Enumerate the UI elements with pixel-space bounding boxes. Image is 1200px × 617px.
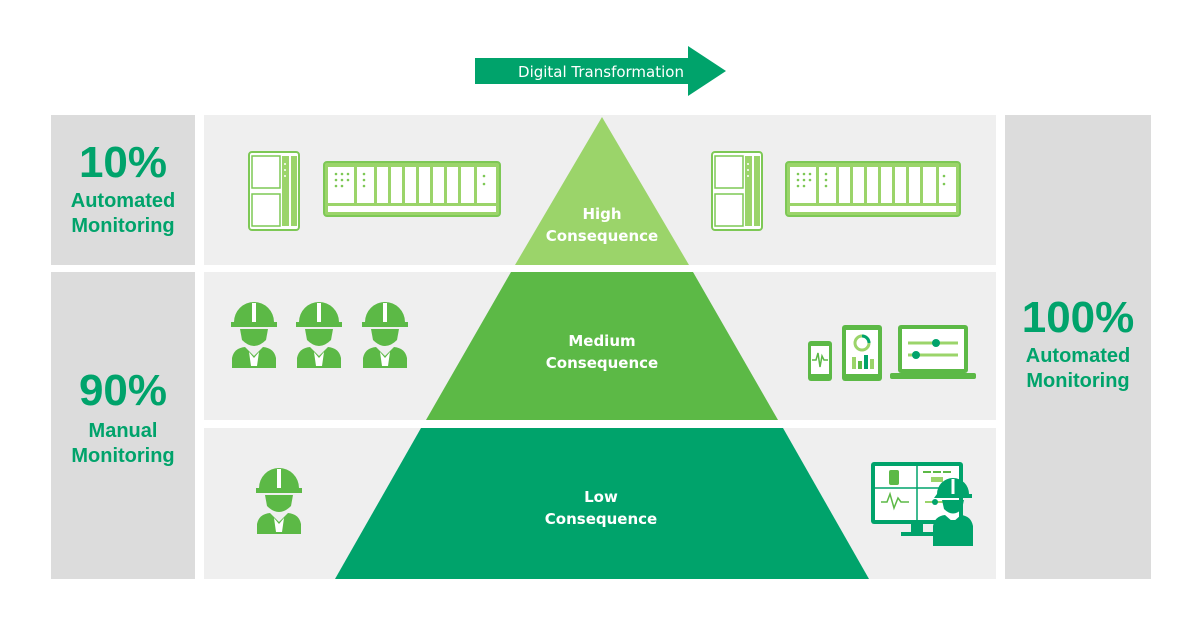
operator-icon	[933, 478, 973, 546]
tier-high-line2: Consequence	[546, 227, 658, 245]
left-top-percent: 10%	[78, 138, 168, 187]
tier-medium	[426, 272, 778, 420]
worker-icon	[256, 468, 302, 534]
io-rack-icon	[323, 161, 501, 217]
monitoring-workstation-icon	[871, 462, 973, 546]
worker-icon	[231, 302, 277, 368]
tier-low	[335, 428, 869, 579]
arrow-right-icon	[475, 46, 726, 96]
tier-high	[515, 117, 689, 265]
io-rack-icon	[785, 161, 961, 217]
tablet-icon	[842, 325, 882, 381]
worker-icon	[362, 302, 408, 368]
left-top-line2: Monitoring	[71, 215, 175, 237]
tier-low-line2: Consequence	[545, 510, 657, 528]
tier-medium-line1: Medium	[568, 332, 635, 350]
left-bottom-percent: 90%	[78, 366, 168, 415]
left-bottom-panel: 90% Manual Monitoring	[51, 272, 195, 579]
left-bottom-line1: Manual	[88, 420, 158, 442]
worker-icon	[296, 302, 342, 368]
left-bottom-line2: Monitoring	[71, 445, 175, 467]
left-top-line1: Automated	[70, 190, 176, 212]
mobile-devices-icon	[808, 325, 976, 381]
right-line1: Automated	[1025, 345, 1131, 367]
tier-medium-line2: Consequence	[546, 354, 658, 372]
digital-transformation-arrow: Digital Transformation	[475, 46, 726, 96]
right-percent: 100%	[1021, 293, 1135, 342]
right-line2: Monitoring	[1026, 370, 1130, 392]
hardware-module-icon	[711, 151, 763, 231]
tier-high-line1: High	[582, 205, 621, 223]
phone-icon	[808, 341, 832, 381]
banner-label: Digital Transformation	[518, 63, 684, 81]
laptop-icon	[890, 325, 976, 379]
left-top-panel: 10% Automated Monitoring	[51, 115, 195, 265]
hardware-module-icon	[248, 151, 300, 231]
tier-low-line1: Low	[584, 488, 618, 506]
right-panel: 100% Automated Monitoring	[1005, 115, 1151, 579]
